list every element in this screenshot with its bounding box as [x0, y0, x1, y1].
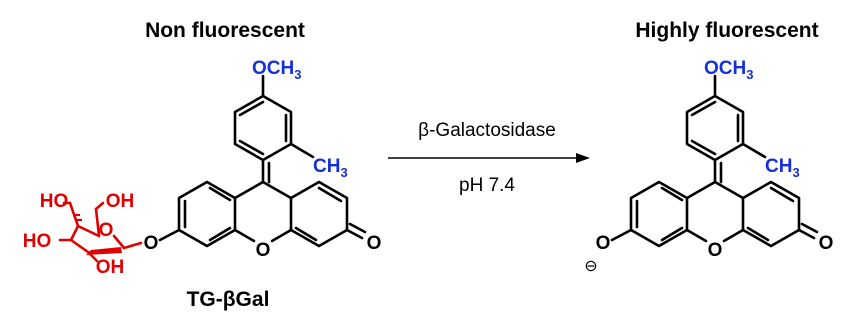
right-title: Highly fluorescent — [635, 19, 818, 42]
galactose-hydroxyl-left: HO — [23, 231, 52, 252]
left-title: Non fluorescent — [145, 19, 305, 42]
galactose-hydroxyl-top-right: OH — [106, 191, 135, 212]
left-ring-oxygen: O — [256, 240, 271, 261]
galactose-ring-oxygen: O — [99, 220, 114, 241]
right-ring-oxygen: O — [708, 240, 723, 261]
left-aryl-ring — [233, 74, 315, 162]
right-aryl-ring — [685, 74, 767, 162]
left-carbonyl-oxygen: O — [367, 233, 382, 254]
condition-label: pH 7.4 — [459, 175, 515, 196]
ether-oxygen: O — [144, 233, 159, 254]
left-methyl-label: CH3 — [313, 156, 348, 180]
product-molecule: OCH3 CH3 O O O ⊖ — [584, 58, 833, 275]
left-xanthene-core — [158, 158, 367, 248]
right-xanthene-core — [610, 158, 819, 248]
galactose-hydroxyl-right: OH — [96, 257, 125, 278]
left-methoxy-label: OCH3 — [252, 58, 301, 82]
enzyme-label: β-Galactosidase — [418, 120, 556, 141]
right-carbonyl-oxygen: O — [819, 233, 834, 254]
negative-charge-icon: ⊖ — [584, 258, 597, 275]
galactose-hydroxyl-top-left: HO — [40, 191, 69, 212]
right-methyl-label: CH3 — [765, 156, 800, 180]
tg-bgal-molecule: OCH3 CH3 O — [23, 58, 382, 278]
left-compound-name: TG-βGal — [187, 288, 270, 311]
right-methoxy-label: OCH3 — [704, 58, 753, 82]
galactose-unit — [58, 201, 143, 263]
phenolate-oxygen: O — [596, 233, 611, 254]
reaction-arrow — [388, 153, 590, 163]
